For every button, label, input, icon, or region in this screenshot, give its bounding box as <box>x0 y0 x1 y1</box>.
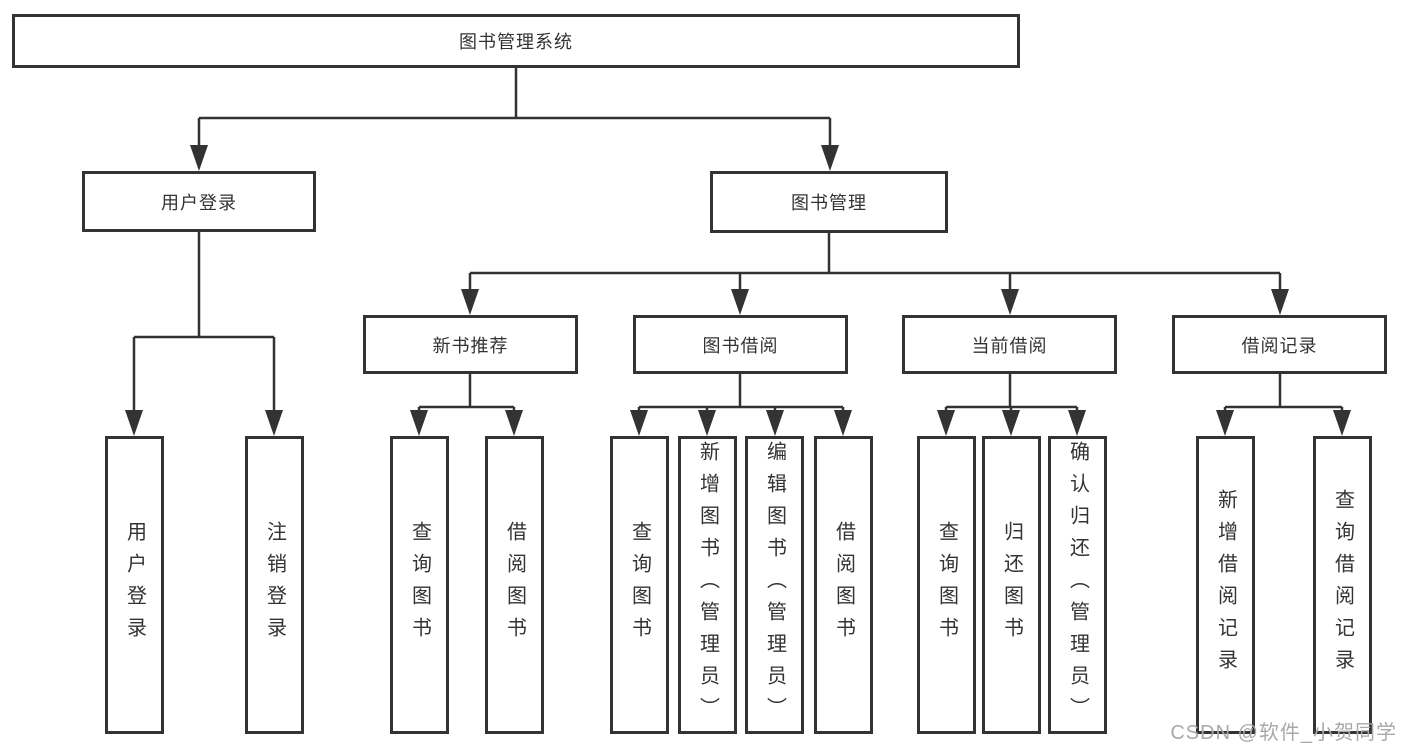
leaf-edit-book-admin: 编辑图书（管理员） <box>745 436 804 734</box>
leaf-return-book-label: 归还图书 <box>1000 521 1023 649</box>
leaf-user-login: 用户登录 <box>105 436 164 734</box>
leaf-confirm-return-admin: 确认归还（管理员） <box>1048 436 1107 734</box>
leaf-query-book-recommend-label: 查询图书 <box>408 521 431 649</box>
leaf-query-book-borrow-label: 查询图书 <box>628 521 651 649</box>
csdn-watermark: CSDN @软件_小贺同学 <box>1170 722 1397 744</box>
connector-user-login-to-leaves <box>132 232 276 415</box>
node-new-book-recommend: 新书推荐 <box>363 315 578 374</box>
leaf-logout-label: 注销登录 <box>263 521 286 649</box>
node-user-login: 用户登录 <box>82 171 316 232</box>
node-book-borrow: 图书借阅 <box>633 315 848 374</box>
node-borrow-records: 借阅记录 <box>1172 315 1387 374</box>
connector-recommend-to-leaves <box>417 374 516 418</box>
leaf-query-borrow-record-label: 查询借阅记录 <box>1331 489 1354 681</box>
leaf-borrow-book-recommend: 借阅图书 <box>485 436 544 734</box>
leaf-query-book-borrow: 查询图书 <box>610 436 669 734</box>
leaf-add-book-admin-label: 新增图书（管理员） <box>696 441 719 729</box>
leaf-logout: 注销登录 <box>245 436 304 734</box>
leaf-query-book-recommend: 查询图书 <box>390 436 449 734</box>
connector-borrow-to-leaves <box>637 374 845 418</box>
node-book-management: 图书管理 <box>710 171 948 233</box>
node-root-library-system: 图书管理系统 <box>12 14 1020 68</box>
leaf-edit-book-admin-label: 编辑图书（管理员） <box>763 441 786 729</box>
node-current-borrow: 当前借阅 <box>902 315 1117 374</box>
leaf-add-borrow-record-label: 新增借阅记录 <box>1214 489 1237 681</box>
leaf-add-book-admin: 新增图书（管理员） <box>678 436 737 734</box>
leaf-add-borrow-record: 新增借阅记录 <box>1196 436 1255 734</box>
leaf-query-book-current: 查询图书 <box>917 436 976 734</box>
leaf-borrow-book-recommend-label: 借阅图书 <box>503 521 526 649</box>
connector-records-to-leaves <box>1223 374 1344 418</box>
leaf-return-book: 归还图书 <box>982 436 1041 734</box>
leaf-borrow-book: 借阅图书 <box>814 436 873 734</box>
leaf-query-borrow-record: 查询借阅记录 <box>1313 436 1372 734</box>
leaf-borrow-book-label: 借阅图书 <box>832 521 855 649</box>
connector-root-to-level2 <box>197 68 832 150</box>
leaf-query-book-current-label: 查询图书 <box>935 521 958 649</box>
leaf-confirm-return-admin-label: 确认归还（管理员） <box>1066 441 1089 729</box>
leaf-user-login-label: 用户登录 <box>123 521 146 649</box>
connector-book-mgmt-to-level3 <box>468 233 1282 295</box>
